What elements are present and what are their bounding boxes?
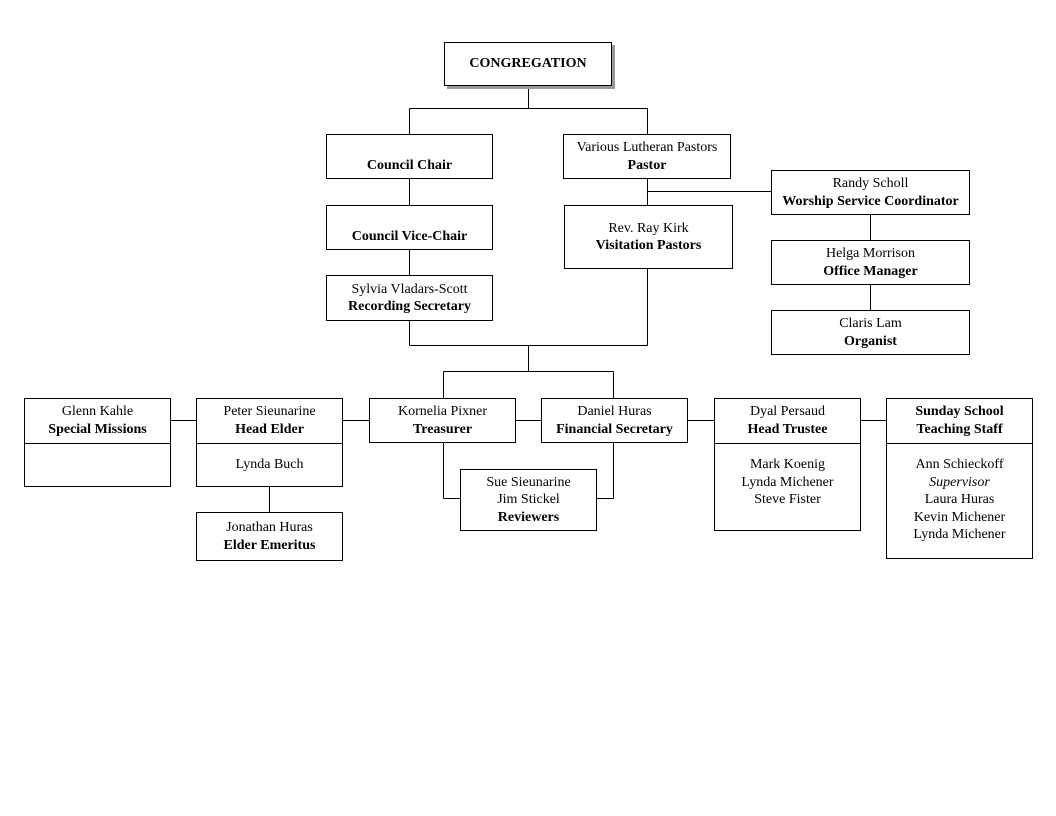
visitation-pastors-box: Rev. Ray Kirk Visitation Pastors xyxy=(564,205,733,269)
special-missions-title: Special Missions xyxy=(48,421,147,437)
head-trustee-name: Dyal Persaud xyxy=(749,404,826,419)
sunday-school-member: Kevin Michener xyxy=(913,509,1006,525)
council-vice-chair-box: Council Vice-Chair xyxy=(326,205,493,250)
congregation-label: CONGREGATION xyxy=(469,56,587,72)
visitation-pastors-name: Rev. Ray Kirk xyxy=(608,220,689,236)
treasurer-box: Kornelia Pixner Treasurer xyxy=(369,398,516,443)
organist-title: Organist xyxy=(844,333,897,349)
reviewer-name: Sue Sieunarine xyxy=(486,474,571,490)
trustee-member: Lynda Michener xyxy=(741,474,834,490)
sunday-school-title-line2: Teaching Staff xyxy=(916,421,1003,437)
sunday-school-member: Lynda Michener xyxy=(913,527,1006,542)
head-trustee-header: Dyal Persaud Head Trustee xyxy=(715,399,860,444)
reviewers-box: Sue Sieunarine Jim Stickel Reviewers xyxy=(460,469,597,531)
organist-name: Claris Lam xyxy=(839,316,902,331)
council-vice-chair-title: Council Vice-Chair xyxy=(351,228,468,244)
head-trustee-box: Dyal Persaud Head Trustee Mark Koenig Ly… xyxy=(714,398,861,531)
pastor-box: Various Lutheran Pastors Pastor xyxy=(563,134,731,179)
pastor-title: Pastor xyxy=(627,157,667,173)
treasurer-title: Treasurer xyxy=(412,421,473,437)
head-trustee-title: Head Trustee xyxy=(747,421,828,437)
worship-coordinator-name: Randy Scholl xyxy=(832,176,909,191)
head-elder-name: Peter Sieunarine xyxy=(223,404,316,419)
trustee-member: Steve Fister xyxy=(754,492,821,507)
sunday-school-title-line1: Sunday School xyxy=(915,404,1004,419)
sunday-school-box: Sunday School Teaching Staff Ann Schieck… xyxy=(886,398,1033,559)
trustee-member: Mark Koenig xyxy=(749,457,826,472)
sunday-school-supervisor-role: Supervisor xyxy=(929,474,990,490)
recording-secretary-name: Sylvia Vladars-Scott xyxy=(351,281,468,297)
special-missions-box: Glenn Kahle Special Missions xyxy=(24,398,171,487)
organist-box: Claris Lam Organist xyxy=(771,310,970,355)
head-elder-header: Peter Sieunarine Head Elder xyxy=(197,399,342,444)
special-missions-name: Glenn Kahle xyxy=(61,404,134,419)
office-manager-title: Office Manager xyxy=(823,263,918,279)
office-manager-box: Helga Morrison Office Manager xyxy=(771,240,970,285)
financial-secretary-title: Financial Secretary xyxy=(556,421,673,437)
recording-secretary-title: Recording Secretary xyxy=(348,299,471,314)
financial-secretary-box: Daniel Huras Financial Secretary xyxy=(541,398,688,443)
council-chair-box: Council Chair xyxy=(326,134,493,179)
reviewers-title: Reviewers xyxy=(497,509,560,525)
worship-coordinator-box: Randy Scholl Worship Service Coordinator xyxy=(771,170,970,215)
financial-secretary-name: Daniel Huras xyxy=(577,404,652,419)
visitation-pastors-title: Visitation Pastors xyxy=(595,238,702,253)
sunday-school-member: Laura Huras xyxy=(924,492,995,507)
congregation-box: CONGREGATION xyxy=(444,42,612,86)
office-manager-name: Helga Morrison xyxy=(825,246,916,261)
council-chair-title: Council Chair xyxy=(366,157,453,173)
head-elder-title: Head Elder xyxy=(235,421,304,437)
sunday-school-header: Sunday School Teaching Staff xyxy=(887,399,1032,444)
head-elder-member: Lynda Buch xyxy=(235,457,304,472)
recording-secretary-box: Sylvia Vladars-Scott Recording Secretary xyxy=(326,275,493,321)
elder-emeritus-box: Jonathan Huras Elder Emeritus xyxy=(196,512,343,561)
reviewer-name: Jim Stickel xyxy=(497,492,560,508)
treasurer-name: Kornelia Pixner xyxy=(397,404,488,419)
elder-emeritus-title: Elder Emeritus xyxy=(223,537,316,553)
elder-emeritus-name: Jonathan Huras xyxy=(226,520,313,535)
sunday-school-supervisor-name: Ann Schieckoff xyxy=(915,457,1004,472)
special-missions-header: Glenn Kahle Special Missions xyxy=(25,399,170,444)
worship-coordinator-title: Worship Service Coordinator xyxy=(782,193,959,209)
pastor-name: Various Lutheran Pastors xyxy=(576,140,718,155)
head-elder-box: Peter Sieunarine Head Elder Lynda Buch xyxy=(196,398,343,487)
